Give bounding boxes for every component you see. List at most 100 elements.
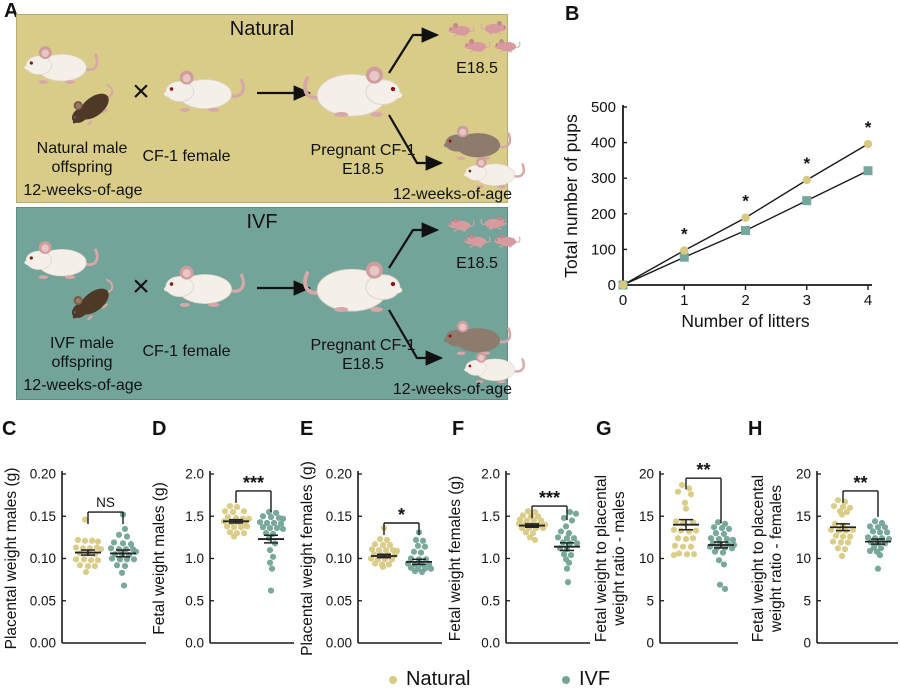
data-point bbox=[685, 485, 693, 492]
b-x-tick: 1 bbox=[680, 292, 688, 309]
data-point bbox=[279, 515, 287, 522]
y-tick: 0.15 bbox=[30, 509, 56, 524]
data-point bbox=[121, 563, 129, 570]
data-point bbox=[566, 508, 574, 516]
data-point bbox=[256, 519, 264, 526]
panel-a-letter: A bbox=[4, 0, 19, 22]
legend-item-natural: Natural bbox=[389, 668, 470, 691]
data-point bbox=[411, 568, 419, 575]
data-point bbox=[846, 533, 854, 540]
legend-label-natural: Natural bbox=[406, 668, 471, 690]
data-point bbox=[226, 529, 234, 536]
data-point bbox=[72, 556, 80, 563]
data-point bbox=[741, 213, 750, 222]
significance-label: NS bbox=[96, 495, 115, 510]
data-point bbox=[118, 569, 126, 576]
pup-icon bbox=[480, 214, 507, 230]
b-y-tick: 300 bbox=[591, 170, 616, 187]
y-tick: 0.05 bbox=[30, 593, 56, 608]
panel-letter: F bbox=[452, 418, 464, 440]
data-point bbox=[259, 513, 267, 520]
data-point bbox=[524, 508, 532, 515]
data-point bbox=[564, 579, 572, 586]
data-point bbox=[687, 543, 695, 550]
data-point bbox=[123, 556, 131, 563]
data-point bbox=[371, 560, 379, 567]
data-point bbox=[277, 520, 285, 527]
y-tick: 0.0 bbox=[185, 636, 204, 651]
y-tick: 0 bbox=[646, 636, 654, 651]
data-point bbox=[245, 515, 253, 522]
cf1-female-label: CF-1 female bbox=[142, 148, 231, 165]
data-point bbox=[84, 563, 92, 570]
b-x-tick: 3 bbox=[803, 292, 811, 309]
b-y-tick: 500 bbox=[591, 99, 616, 116]
data-point bbox=[382, 546, 390, 554]
y-tick: 0.00 bbox=[30, 636, 56, 651]
y-axis-label: Placental weight females (g) bbox=[299, 461, 316, 656]
data-point bbox=[715, 557, 723, 564]
data-point bbox=[379, 541, 387, 549]
data-point bbox=[385, 561, 393, 568]
ivf-male-white-mouse-icon bbox=[19, 236, 105, 280]
data-point bbox=[123, 533, 131, 540]
data-point bbox=[375, 546, 383, 554]
data-point bbox=[866, 547, 874, 554]
data-point bbox=[418, 568, 426, 576]
y-axis-label: weight ratio - males bbox=[611, 491, 628, 627]
data-point bbox=[689, 519, 697, 526]
natural-male-brown-mouse-icon bbox=[55, 68, 128, 141]
data-point bbox=[270, 519, 278, 527]
data-point bbox=[539, 524, 547, 532]
b-y-tick: 0 bbox=[608, 277, 616, 294]
significance-label: ** bbox=[696, 460, 710, 480]
data-point bbox=[683, 551, 691, 558]
pregnant-cf1-mouse-icon bbox=[301, 59, 403, 119]
adult-white-mouse-icon bbox=[463, 348, 527, 384]
data-point bbox=[531, 536, 539, 544]
y-tick: 1.0 bbox=[481, 551, 500, 566]
data-point bbox=[272, 509, 280, 516]
cf1-female-label: CF-1 female bbox=[142, 343, 231, 360]
data-point bbox=[715, 535, 723, 543]
data-point bbox=[720, 561, 728, 568]
data-point bbox=[414, 542, 422, 549]
data-point bbox=[716, 581, 724, 588]
panel-letter: G bbox=[596, 418, 612, 440]
data-point bbox=[279, 525, 287, 533]
natural-legend-dot-icon bbox=[389, 675, 397, 684]
data-point bbox=[719, 549, 727, 556]
panel-letter: C bbox=[2, 418, 16, 440]
data-point bbox=[376, 535, 384, 543]
data-point bbox=[412, 536, 420, 544]
y-tick: 0.05 bbox=[326, 593, 352, 608]
data-point bbox=[885, 535, 893, 543]
data-point bbox=[837, 539, 845, 546]
data-point bbox=[714, 519, 722, 526]
male-age-label: 12-weeks-of-age bbox=[23, 377, 143, 394]
data-point bbox=[82, 568, 90, 576]
y-tick: 15 bbox=[639, 509, 654, 524]
b-y-axis-label: Total number of pups bbox=[563, 114, 581, 278]
data-point bbox=[720, 530, 728, 538]
data-point bbox=[522, 529, 530, 536]
data-point bbox=[690, 551, 698, 558]
panel-a-ivf-section: IVF × bbox=[16, 207, 525, 400]
cross-symbol: × bbox=[132, 75, 150, 108]
data-point bbox=[729, 536, 737, 544]
data-point bbox=[679, 252, 689, 262]
data-point bbox=[618, 280, 628, 290]
adult-age-label: 12-weeks-of-age bbox=[392, 186, 513, 203]
y-tick: 15 bbox=[796, 509, 811, 524]
pup-icon bbox=[464, 232, 491, 248]
data-point bbox=[672, 518, 680, 525]
data-point bbox=[678, 481, 686, 489]
data-point bbox=[223, 523, 231, 530]
data-point bbox=[379, 563, 387, 571]
data-point bbox=[682, 535, 690, 543]
